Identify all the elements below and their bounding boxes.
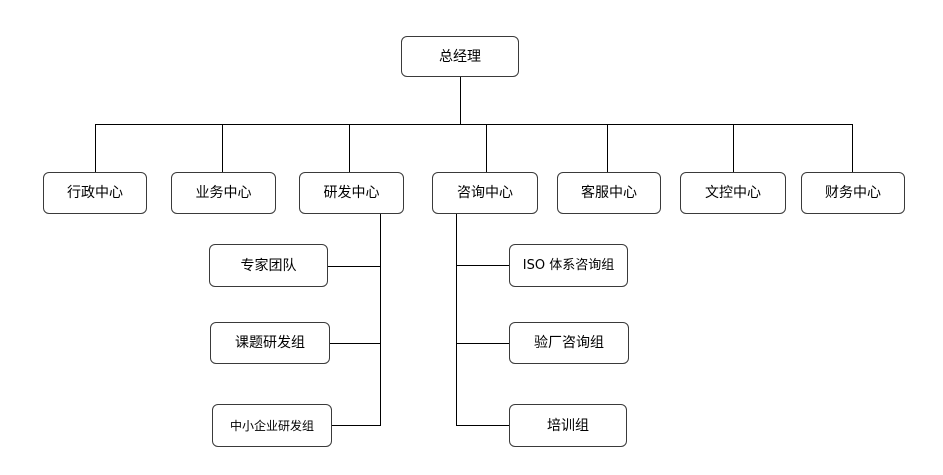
node-project-rnd-group: 课题研发组: [210, 322, 330, 364]
node-consulting-center: 咨询中心: [432, 172, 538, 214]
node-expert-team: 专家团队: [209, 244, 328, 287]
node-finance-center: 财务中心: [801, 172, 905, 214]
node-sme-rnd-group: 中小企业研发组: [212, 404, 332, 447]
node-business-center: 业务中心: [171, 172, 276, 214]
node-rnd-center: 研发中心: [299, 172, 404, 214]
node-general-manager: 总经理: [401, 36, 519, 77]
node-admin-center: 行政中心: [43, 172, 147, 214]
node-training-group: 培训组: [509, 404, 627, 447]
node-iso-system-consulting-group: ISO 体系咨询组: [509, 244, 628, 287]
node-document-control-center: 文控中心: [680, 172, 786, 214]
node-customer-service-center: 客服中心: [557, 172, 661, 214]
node-factory-audit-consulting-group: 验厂咨询组: [509, 322, 629, 364]
